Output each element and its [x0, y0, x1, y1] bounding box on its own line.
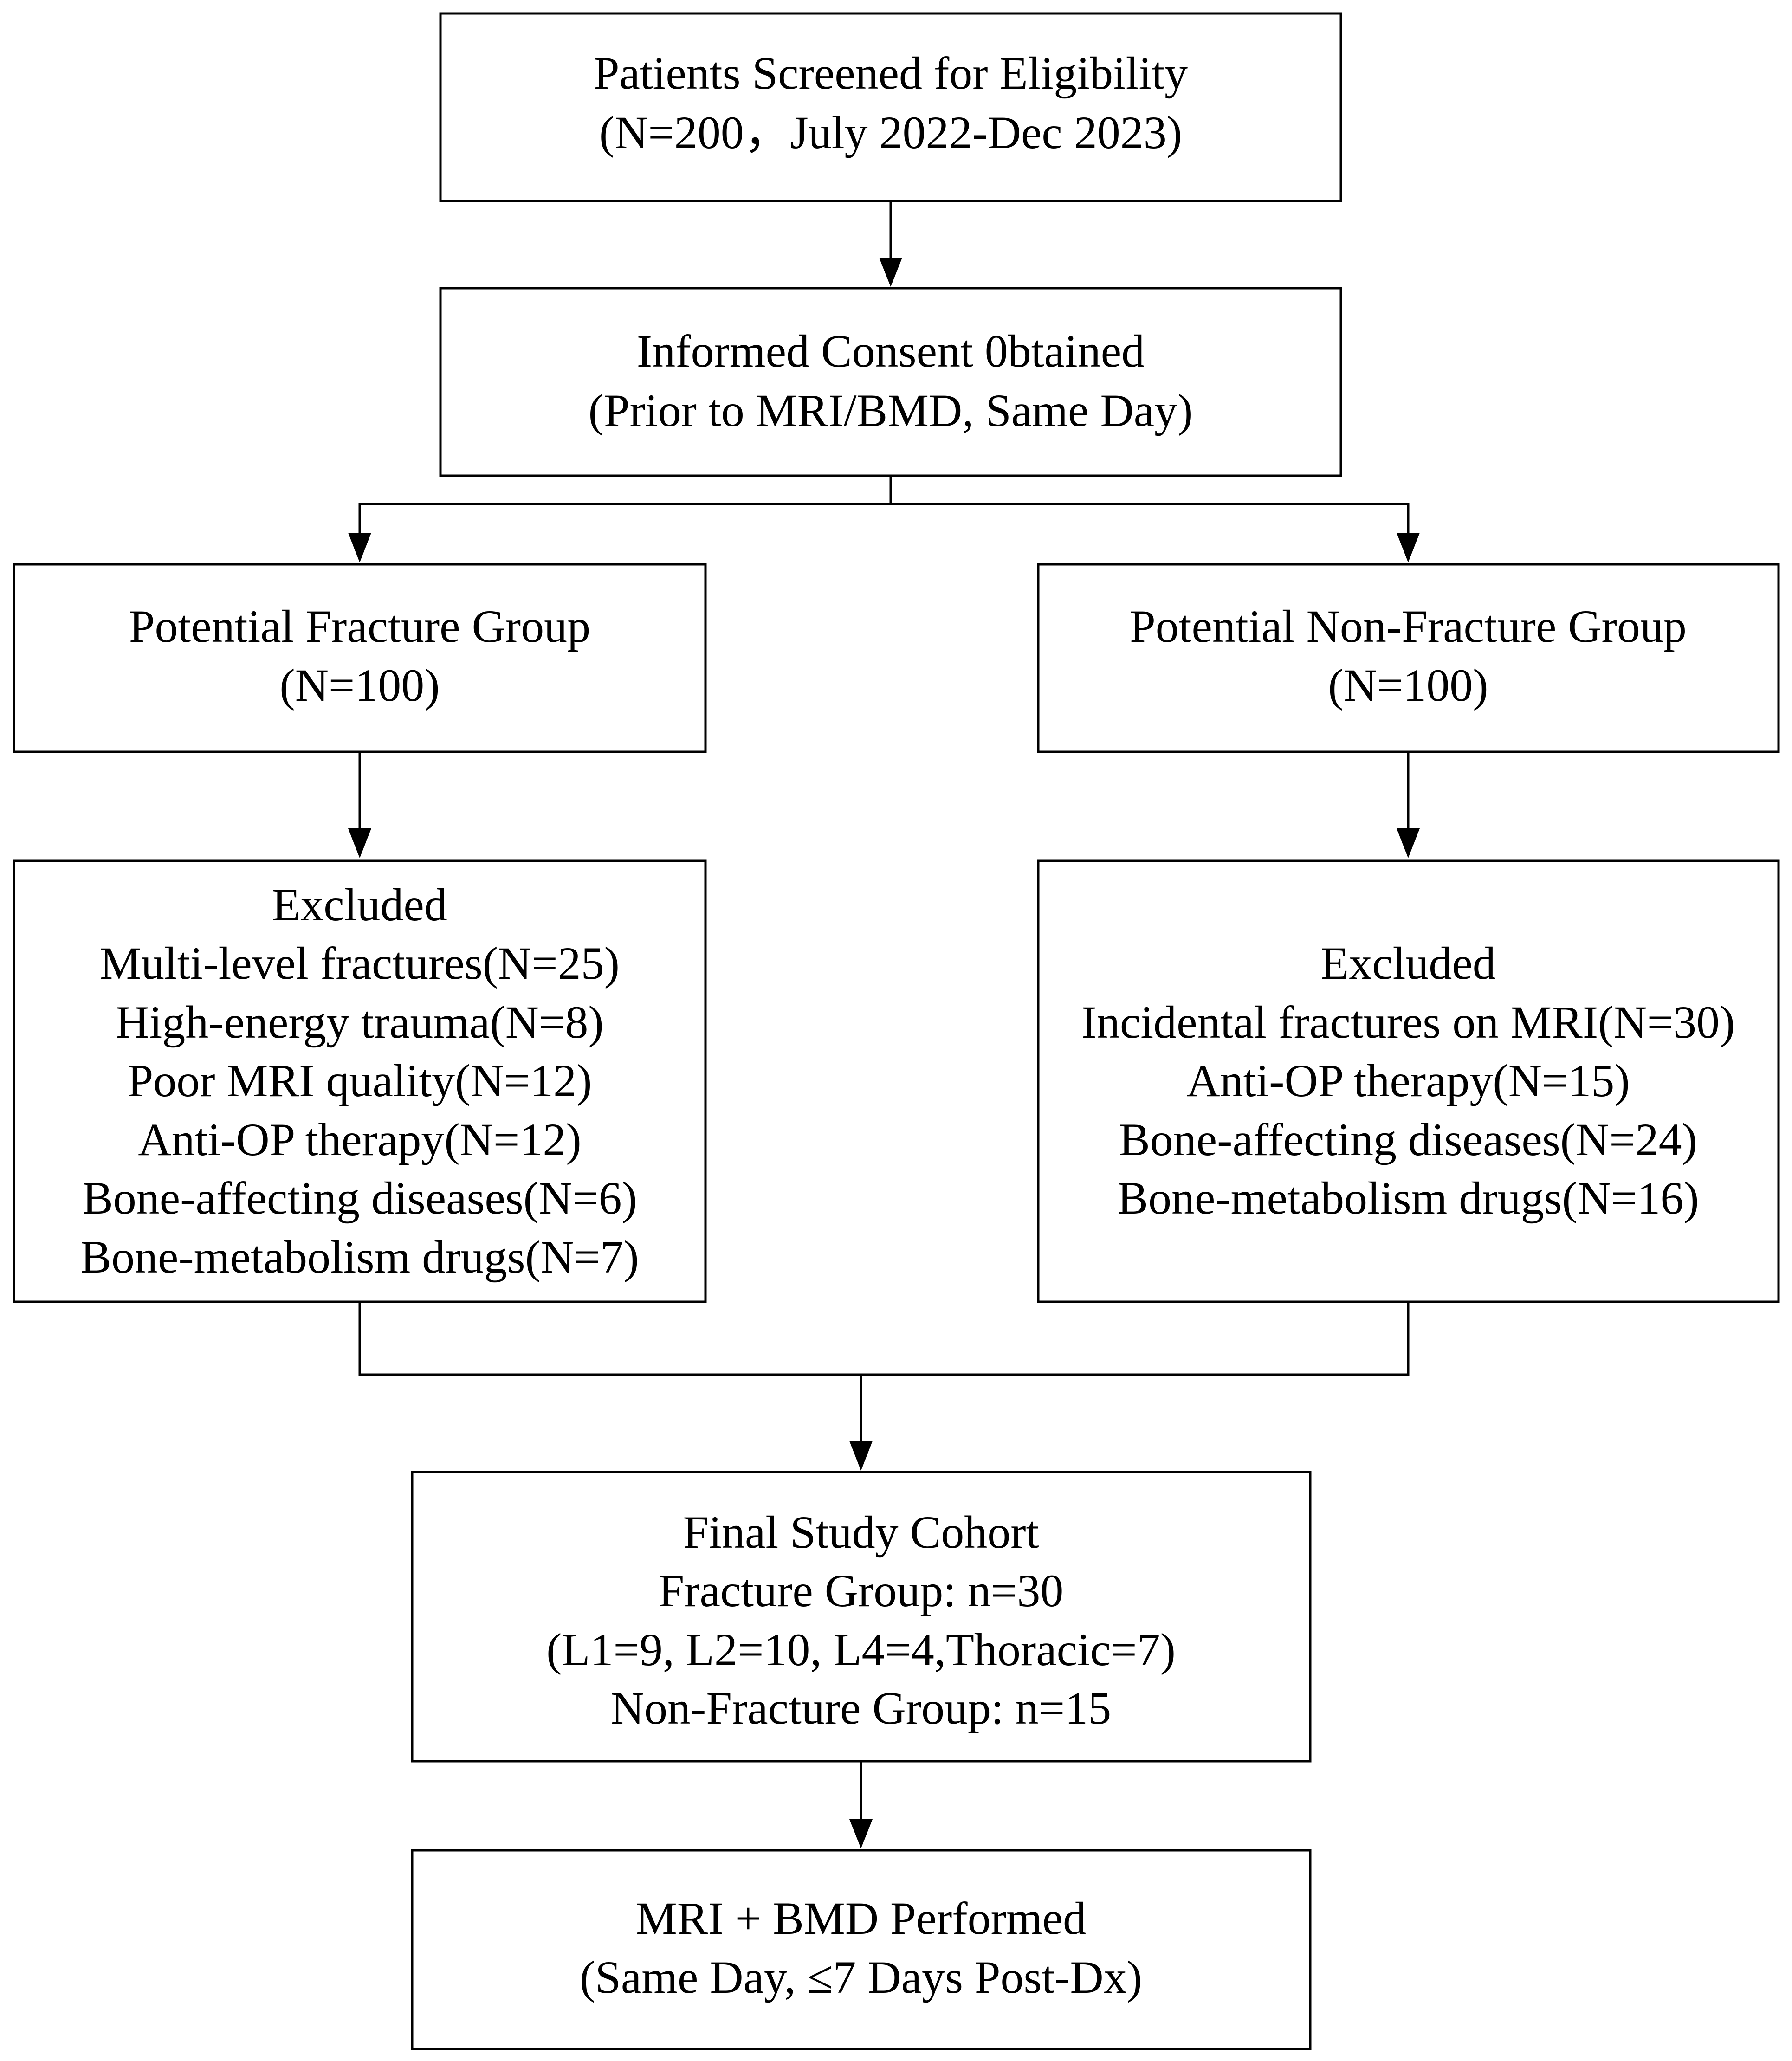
non-fracture-group-box: Potential Non-Fracture Group (N=100)	[1037, 563, 1780, 753]
fracture-excluded-title: Excluded	[272, 879, 447, 930]
branch-split	[358, 503, 1410, 534]
performed-title: MRI + BMD Performed	[636, 1893, 1086, 1944]
merge-connector	[358, 1302, 1410, 1376]
fracture-excluded-item: Bone-metabolism drugs(N=7)	[80, 1231, 639, 1283]
fracture-excluded-box: Excluded Multi-level fractures(N=25) Hig…	[13, 859, 707, 1303]
final-cohort-levels: (L1=9, L2=10, L4=4,Thoracic=7)	[546, 1624, 1176, 1675]
arrowhead	[879, 258, 902, 287]
screening-detail: (N=200，July 2022-Dec 2023)	[599, 107, 1182, 158]
performed-box: MRI + BMD Performed (Same Day, ≤7 Days P…	[411, 1849, 1312, 2050]
non-fracture-excluded-item: Incidental fractures on MRI(N=30)	[1081, 996, 1735, 1048]
non-fracture-excluded-item: Bone-metabolism drugs(N=16)	[1117, 1172, 1699, 1224]
fracture-group-title: Potential Fracture Group	[129, 601, 590, 652]
consent-title: Informed Consent 0btained	[637, 325, 1145, 377]
non-fracture-excluded-item: Anti-OP therapy(N=15)	[1186, 1055, 1630, 1106]
fracture-excluded-item: Poor MRI quality(N=12)	[128, 1055, 592, 1106]
screening-box: Patients Screened for Eligibility (N=200…	[439, 12, 1342, 202]
fracture-excluded-item: Bone-affecting diseases(N=6)	[82, 1172, 637, 1224]
screening-title: Patients Screened for Eligibility	[594, 47, 1188, 99]
fracture-group-count: (N=100)	[279, 659, 440, 711]
arrowhead	[849, 1819, 873, 1848]
fracture-group-box: Potential Fracture Group (N=100)	[13, 563, 707, 753]
fracture-excluded-item: Anti-OP therapy(N=12)	[138, 1114, 581, 1165]
performed-detail: (Same Day, ≤7 Days Post-Dx)	[580, 1951, 1142, 2003]
fracture-excluded-item: Multi-level fractures(N=25)	[100, 937, 620, 989]
non-fracture-group-count: (N=100)	[1328, 659, 1488, 711]
arrowhead	[348, 533, 371, 562]
arrowhead	[1397, 828, 1420, 858]
consent-box: Informed Consent 0btained (Prior to MRI/…	[439, 287, 1342, 477]
fracture-excluded-item: High-energy trauma(N=8)	[116, 996, 603, 1048]
non-fracture-group-title: Potential Non-Fracture Group	[1130, 601, 1687, 652]
final-cohort-fracture: Fracture Group: n=30	[659, 1565, 1064, 1616]
final-cohort-box: Final Study Cohort Fracture Group: n=30 …	[411, 1471, 1312, 1763]
arrowhead	[348, 828, 371, 858]
non-fracture-excluded-item: Bone-affecting diseases(N=24)	[1119, 1114, 1697, 1165]
arrowhead	[849, 1441, 873, 1471]
final-cohort-non-fracture: Non-Fracture Group: n=15	[611, 1682, 1111, 1734]
final-cohort-title: Final Study Cohort	[683, 1506, 1039, 1558]
arrowhead	[1397, 533, 1420, 562]
consent-detail: (Prior to MRI/BMD, Same Day)	[589, 385, 1193, 436]
non-fracture-excluded-box: Excluded Incidental fractures on MRI(N=3…	[1037, 859, 1780, 1303]
non-fracture-excluded-title: Excluded	[1320, 937, 1496, 989]
